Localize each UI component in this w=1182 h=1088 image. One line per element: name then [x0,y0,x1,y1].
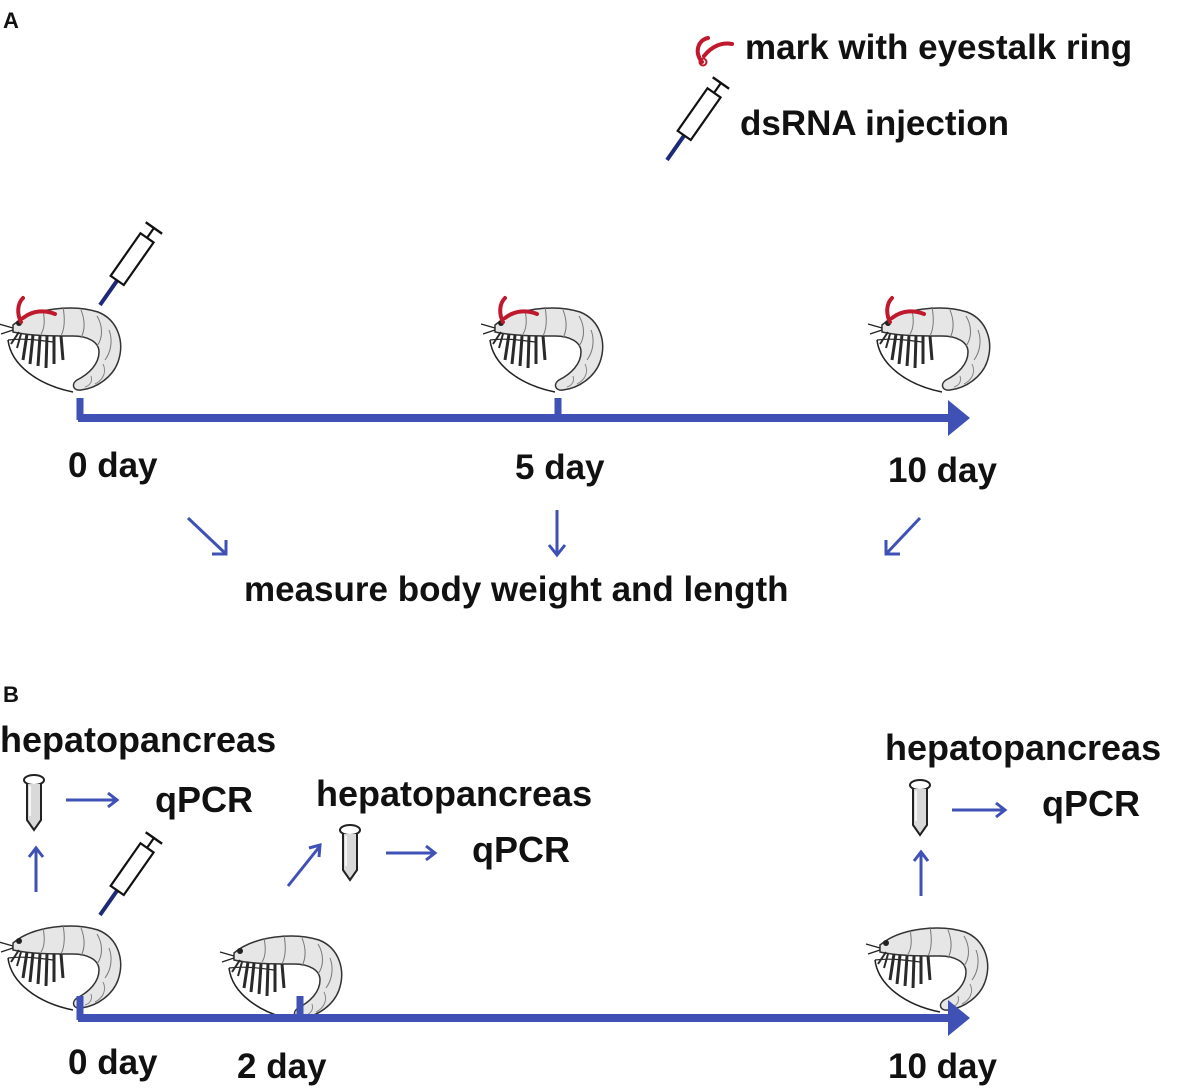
legend-ring-label: mark with eyestalk ring [745,28,1132,67]
arrow-b-day2-qpcr [386,844,438,862]
arrow-b-day0-up [27,845,45,892]
b-day0-label: 0 day [68,1043,158,1082]
legend-injection-label: dsRNA injection [740,104,1009,143]
shrimp-a-day5 [479,296,605,394]
timeline-b [76,996,970,1036]
shrimp-b-day2 [218,933,344,1022]
timeline-a [76,398,970,436]
arrow-b-day10-up [912,849,930,896]
b-tissue-day10: hepatopancreas [885,727,1161,768]
measure-label: measure body weight and length [244,570,789,609]
arrow-a-day10 [884,516,922,556]
arrow-b-day0-qpcr [66,791,120,809]
b-day10-label: 10 day [888,1047,997,1086]
tube-b-day10 [909,779,931,836]
b-assay-day10: qPCR [1042,783,1140,824]
panel-a-letter: A [3,8,19,33]
b-assay-day0: qPCR [155,779,253,820]
b-tissue-day2: hepatopancreas [316,773,592,814]
arrow-a-day5 [547,510,567,558]
b-day2-label: 2 day [237,1047,327,1086]
a-day5-label: 5 day [515,448,605,487]
arrow-b-day2-up [286,842,322,887]
shrimp-b-day0 [0,923,123,1012]
shrimp-a-day10 [866,296,992,394]
syringe-icon [656,75,732,168]
arrow-b-day10-qpcr [952,801,1008,819]
a-day0-label: 0 day [68,446,158,485]
b-tissue-day0: hepatopancreas [0,719,276,760]
panel-b-letter: B [3,682,19,707]
shrimp-b-day10 [864,925,990,1014]
syringe-b-day0 [89,830,165,923]
tube-b-day2 [339,824,361,881]
tube-b-day0 [23,774,45,831]
a-day10-label: 10 day [888,451,997,490]
syringe-a-day0 [89,220,165,313]
arrow-a-day0 [186,516,228,556]
shrimp-a-day0 [0,296,123,394]
b-assay-day2: qPCR [472,829,570,870]
eyestalk-ring-icon [695,36,734,67]
